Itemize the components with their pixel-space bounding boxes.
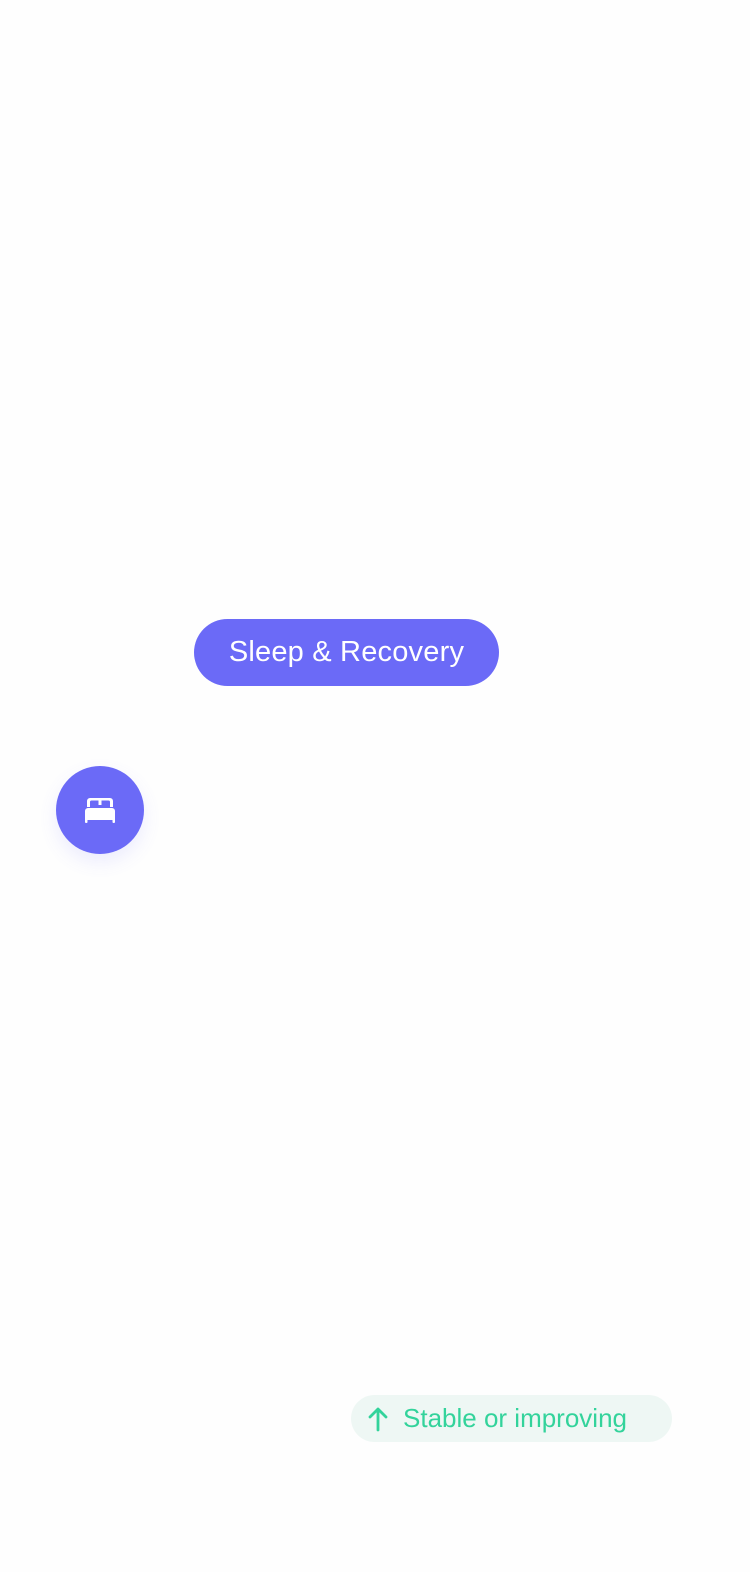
category-label: Sleep & Recovery <box>228 636 465 668</box>
trend-label: Stable or improving <box>403 1403 627 1433</box>
category-icon-button <box>56 766 144 854</box>
bed-icon <box>82 795 118 825</box>
category-pill[interactable]: Sleep & Recovery <box>194 619 499 686</box>
arrow-up-icon <box>367 1406 403 1432</box>
trend-badge: Stable or improving <box>351 1395 672 1442</box>
